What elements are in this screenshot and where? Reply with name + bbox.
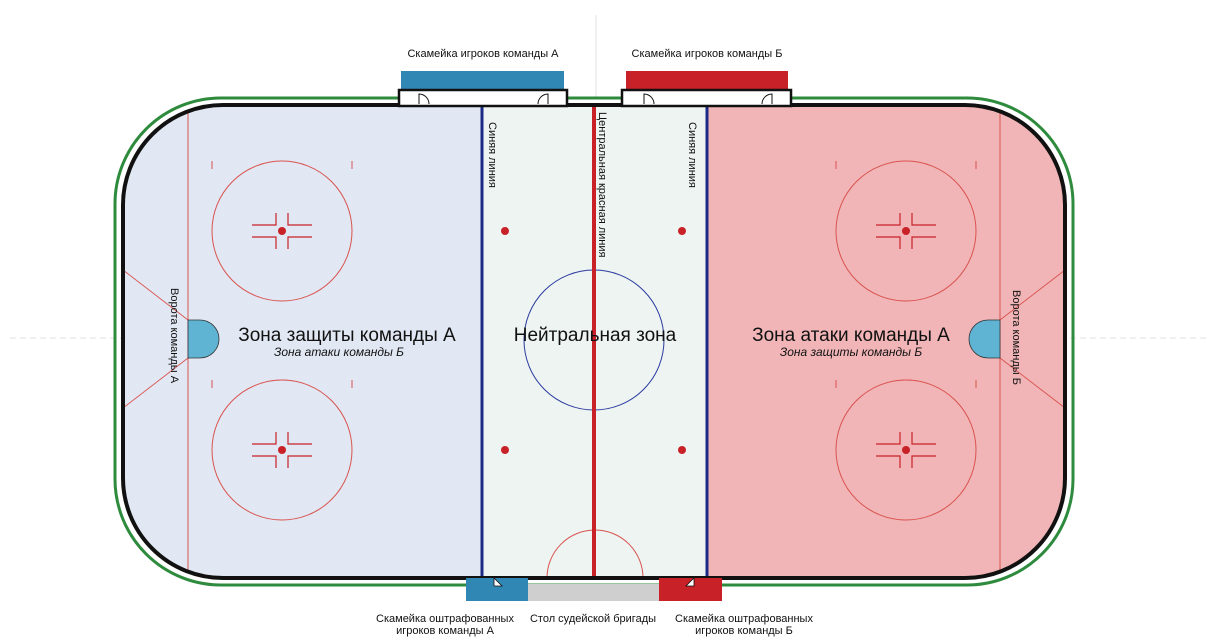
trapezoid-right-top (999, 269, 1065, 321)
goal-crease-team-a (187, 319, 220, 359)
blue-line-right-label: Синяя линия (686, 122, 698, 188)
trapezoid-left-bottom (123, 357, 189, 409)
ice-surface (123, 105, 1065, 578)
penalty-bench-b-label-line2: игроков команды Б (695, 625, 793, 637)
center-red-line-label: Центральная красная линия (596, 112, 608, 257)
penalty-box-door-a (493, 577, 503, 587)
penalty-box-door-b (685, 577, 695, 587)
faceoff-hash-right-top (876, 213, 936, 249)
blue-line-left-label: Синяя линия (486, 122, 498, 188)
team-a-bench (401, 71, 564, 90)
penalty-bench-a-label-line2: игроков команды А (396, 625, 495, 637)
faceoff-hash-left-top (252, 213, 312, 249)
attack-zone-team-a-title: Зона атаки команды А (752, 325, 950, 346)
penalty-bench-b-label-line1: Скамейка оштрафованных (675, 613, 813, 625)
goal-team-b-label: Ворота команды Б (1010, 290, 1022, 385)
judges-table-label: Стол судейской бригады (530, 613, 656, 625)
trapezoid-right-bottom (999, 357, 1065, 409)
goal-crease-team-b (968, 319, 1001, 359)
team-a-penalty-box (466, 578, 528, 601)
faceoff-circle-right-top (835, 160, 977, 302)
defense-zone-team-a (123, 105, 482, 578)
faceoff-circle-right-bottom (835, 379, 977, 521)
attack-zone-team-a-subtitle: Зона защиты команды Б (780, 345, 922, 359)
attack-zone-team-a (707, 105, 1065, 578)
defense-zone-team-a-title: Зона защиты команды А (238, 325, 456, 346)
team-b-bench (626, 71, 788, 90)
team-a-bench-box (397, 88, 569, 108)
trapezoid-left-top (123, 269, 189, 321)
faceoff-hash-left-bottom (252, 432, 312, 468)
faceoff-dots (278, 227, 910, 454)
faceoff-circle-left-top (211, 160, 353, 302)
judges-table (528, 584, 659, 601)
circle-hash-marks (211, 161, 977, 388)
rink-border (121, 103, 1067, 580)
team-b-bench-box (620, 88, 793, 108)
goal-team-a-label: Ворота команды А (168, 288, 180, 384)
faceoff-hash-right-bottom (876, 432, 936, 468)
neutral-zone-title: Нейтральная зона (514, 325, 677, 346)
team-b-bench-label: Скамейка игроков команды Б (632, 48, 783, 60)
team-b-penalty-box (659, 578, 722, 601)
defense-zone-team-a-subtitle: Зона атаки команды Б (274, 345, 404, 359)
faceoff-circle-left-bottom (211, 379, 353, 521)
team-a-bench-label: Скамейка игроков команды А (407, 48, 559, 60)
board-dashed-edge (117, 99, 1071, 584)
penalty-bench-a-label-line1: Скамейка оштрафованных (376, 613, 514, 625)
